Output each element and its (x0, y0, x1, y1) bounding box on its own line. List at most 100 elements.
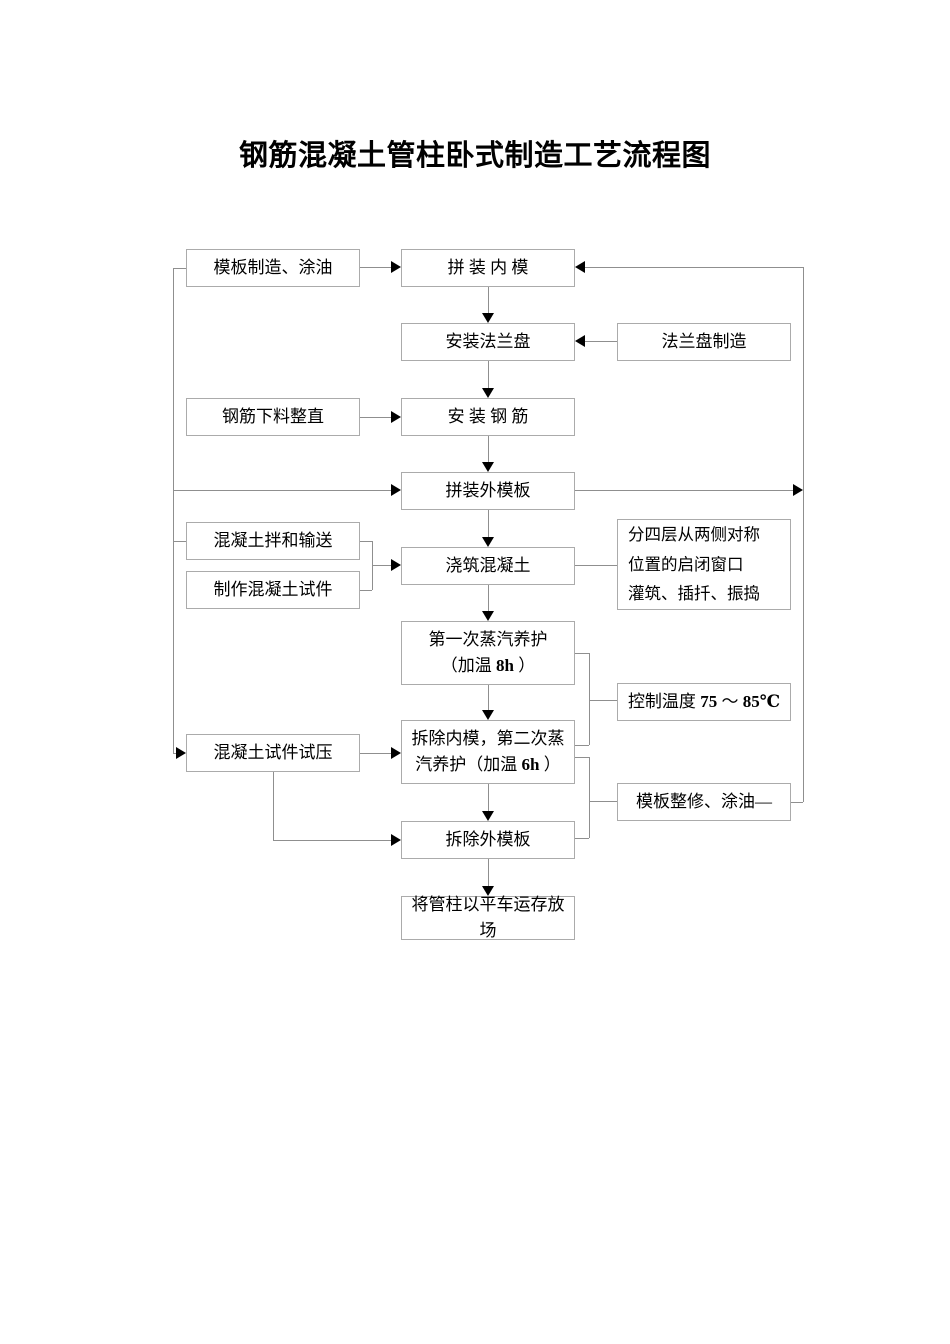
edge-assemble-outer-right-rail (575, 490, 793, 491)
edge-temp-bracket-rail (589, 653, 590, 745)
arrowhead-into-specimen-test (176, 747, 186, 759)
node-mold-repair: 模板整修、涂油— (617, 783, 791, 821)
node-steam1-line2-prefix: （加温 (440, 656, 497, 675)
edge-repair-bracket-rail (589, 757, 590, 838)
node-specimen-test-label: 混凝土试件试压 (213, 742, 333, 762)
arrowhead-into-steam2 (482, 710, 494, 720)
arrowhead-into-remove-outer (482, 811, 494, 821)
edge-left-rail-assemble-outer (173, 490, 391, 491)
node-transport-line1: 将管柱以平车运存放 (411, 894, 565, 914)
arrowhead-into-assemble-outer-left (391, 484, 401, 496)
node-transport: 将管柱以平车运存放 场 (401, 895, 575, 940)
node-steam1-line1: 第一次蒸汽养护 (428, 629, 548, 649)
edge-concrete-mix-bracket (360, 541, 372, 542)
edge-specimen-test-remove-outer-v (273, 772, 274, 840)
node-mold-repair-label: 模板整修、涂油— (636, 791, 772, 811)
node-make-specimen: 制作混凝土试件 (186, 571, 360, 609)
node-steam1-line2: （加温 8h ） (441, 653, 535, 679)
edge-mold-repair-right-rail (791, 802, 803, 803)
arrowhead-into-install-flange-right (575, 335, 585, 347)
arrowhead-into-pour-concrete-left (391, 559, 401, 571)
edge-bracket-pour-concrete (372, 565, 391, 566)
node-remove-outer-label: 拆除外模板 (445, 829, 531, 849)
node-transport-line2: 场 (479, 921, 497, 940)
node-install-rebar: 安 装 钢 筋 (401, 398, 575, 436)
edge-left-rail (173, 268, 174, 753)
edge-mold-make-assemble-inner (360, 267, 391, 268)
edge-remove-outer-bracket (575, 838, 589, 839)
edge-bracket-temp-note (589, 700, 617, 701)
arrowhead-into-pour-concrete (482, 537, 494, 547)
node-pour-note-line2: 位置的启闭窗口 (628, 554, 744, 574)
node-steam2-line2: 汽养护（加温 6h ） (415, 752, 560, 778)
edge-right-rail (803, 267, 804, 802)
edge-steam2-bracket-upper (575, 745, 589, 746)
node-steam2: 拆除内模，第二次蒸 汽养护（加温 6h ） (401, 720, 575, 784)
edge-steam1-steam2 (488, 685, 489, 712)
node-assemble-outer-label: 拼装外模板 (445, 480, 531, 500)
node-rebar-cut: 钢筋下料整直 (186, 398, 360, 436)
node-pour-note-line3: 灌筑、插扦、振捣 (628, 584, 760, 604)
edge-left-rail-specimen-test-line (173, 753, 177, 754)
arrowhead-into-right-rail (793, 484, 803, 496)
arrowhead-into-assemble-inner-right (575, 261, 585, 273)
arrowhead-into-assemble-outer (482, 462, 494, 472)
temp-note-prefix: 控制温度 (627, 691, 701, 711)
edge-install-flange-install-rebar (488, 361, 489, 390)
arrowhead-into-install-flange (482, 313, 494, 323)
edge-bracket-mold-repair (589, 801, 617, 802)
node-concrete-mix: 混凝土拌和输送 (186, 522, 360, 560)
edge-assemble-inner-install-flange (488, 287, 489, 315)
node-steam2-duration: 6h (521, 755, 540, 774)
node-steam1: 第一次蒸汽养护 （加温 8h ） (401, 621, 575, 685)
edge-pour-concrete-steam1 (488, 585, 489, 613)
node-temp-note: 控制温度 75 ～ 85℃ (617, 683, 791, 721)
node-steam1-line2-suffix: ） (513, 656, 536, 675)
node-assemble-inner-label: 拼 装 内 模 (447, 257, 529, 277)
node-assemble-outer: 拼装外模板 (401, 472, 575, 510)
arrowhead-into-install-rebar-left (391, 411, 401, 423)
edge-specimen-test-remove-outer-h (273, 840, 391, 841)
node-rebar-cut-label: 钢筋下料整直 (222, 406, 324, 426)
node-assemble-inner: 拼 装 内 模 (401, 249, 575, 287)
node-temp-note-label: 控制温度 75 ～ 85℃ (628, 689, 780, 715)
node-pour-note: 分四层从两侧对称 位置的启闭窗口 灌筑、插扦、振捣 (617, 519, 791, 610)
node-steam2-line2-suffix: ） (539, 755, 561, 774)
edge-steam2-bracket-lower (575, 757, 589, 758)
edge-make-specimen-bracket (360, 590, 372, 591)
edge-flange-make-install-flange (585, 341, 617, 342)
edge-specimen-test-steam2 (360, 753, 391, 754)
node-pour-concrete-label: 浇筑混凝土 (445, 555, 531, 575)
edge-install-rebar-assemble-outer (488, 436, 489, 464)
node-mold-make-label: 模板制造、涂油 (213, 257, 333, 277)
edge-assemble-outer-pour-concrete (488, 510, 489, 539)
node-mold-make: 模板制造、涂油 (186, 249, 360, 287)
temp-note-low: 75 (700, 691, 718, 711)
node-concrete-mix-label: 混凝土拌和输送 (213, 530, 333, 550)
node-steam1-duration: 8h (496, 656, 514, 675)
page-title: 钢筋混凝土管柱卧式制造工艺流程图 (238, 140, 711, 172)
node-install-flange: 安装法兰盘 (401, 323, 575, 361)
edge-pour-concrete-pour-note (575, 565, 617, 566)
edge-left-rail-concrete-mix-stub (173, 541, 186, 542)
edge-right-rail-top (585, 267, 803, 268)
edge-steam1-bracket (575, 653, 589, 654)
edge-rebar-cut-install-rebar (360, 417, 391, 418)
node-flange-make-label: 法兰盘制造 (661, 331, 747, 351)
arrowhead-into-assemble-inner-left (391, 261, 401, 273)
arrowhead-into-install-rebar (482, 388, 494, 398)
arrowhead-into-transport (482, 886, 494, 896)
arrowhead-into-remove-outer-left (391, 834, 401, 846)
node-install-flange-label: 安装法兰盘 (445, 331, 531, 351)
temp-note-tilde: ～ (717, 691, 743, 711)
node-pour-concrete: 浇筑混凝土 (401, 547, 575, 585)
node-steam2-line2-prefix: 汽养护（加温 (415, 755, 522, 774)
node-pour-note-line1: 分四层从两侧对称 (628, 525, 760, 545)
temp-note-high: 85℃ (742, 691, 781, 711)
edge-left-rail-top-stub (173, 268, 186, 269)
edge-remove-outer-transport (488, 859, 489, 888)
arrowhead-into-steam2-left (391, 747, 401, 759)
node-make-specimen-label: 制作混凝土试件 (213, 579, 333, 599)
node-install-rebar-label: 安 装 钢 筋 (447, 406, 529, 426)
